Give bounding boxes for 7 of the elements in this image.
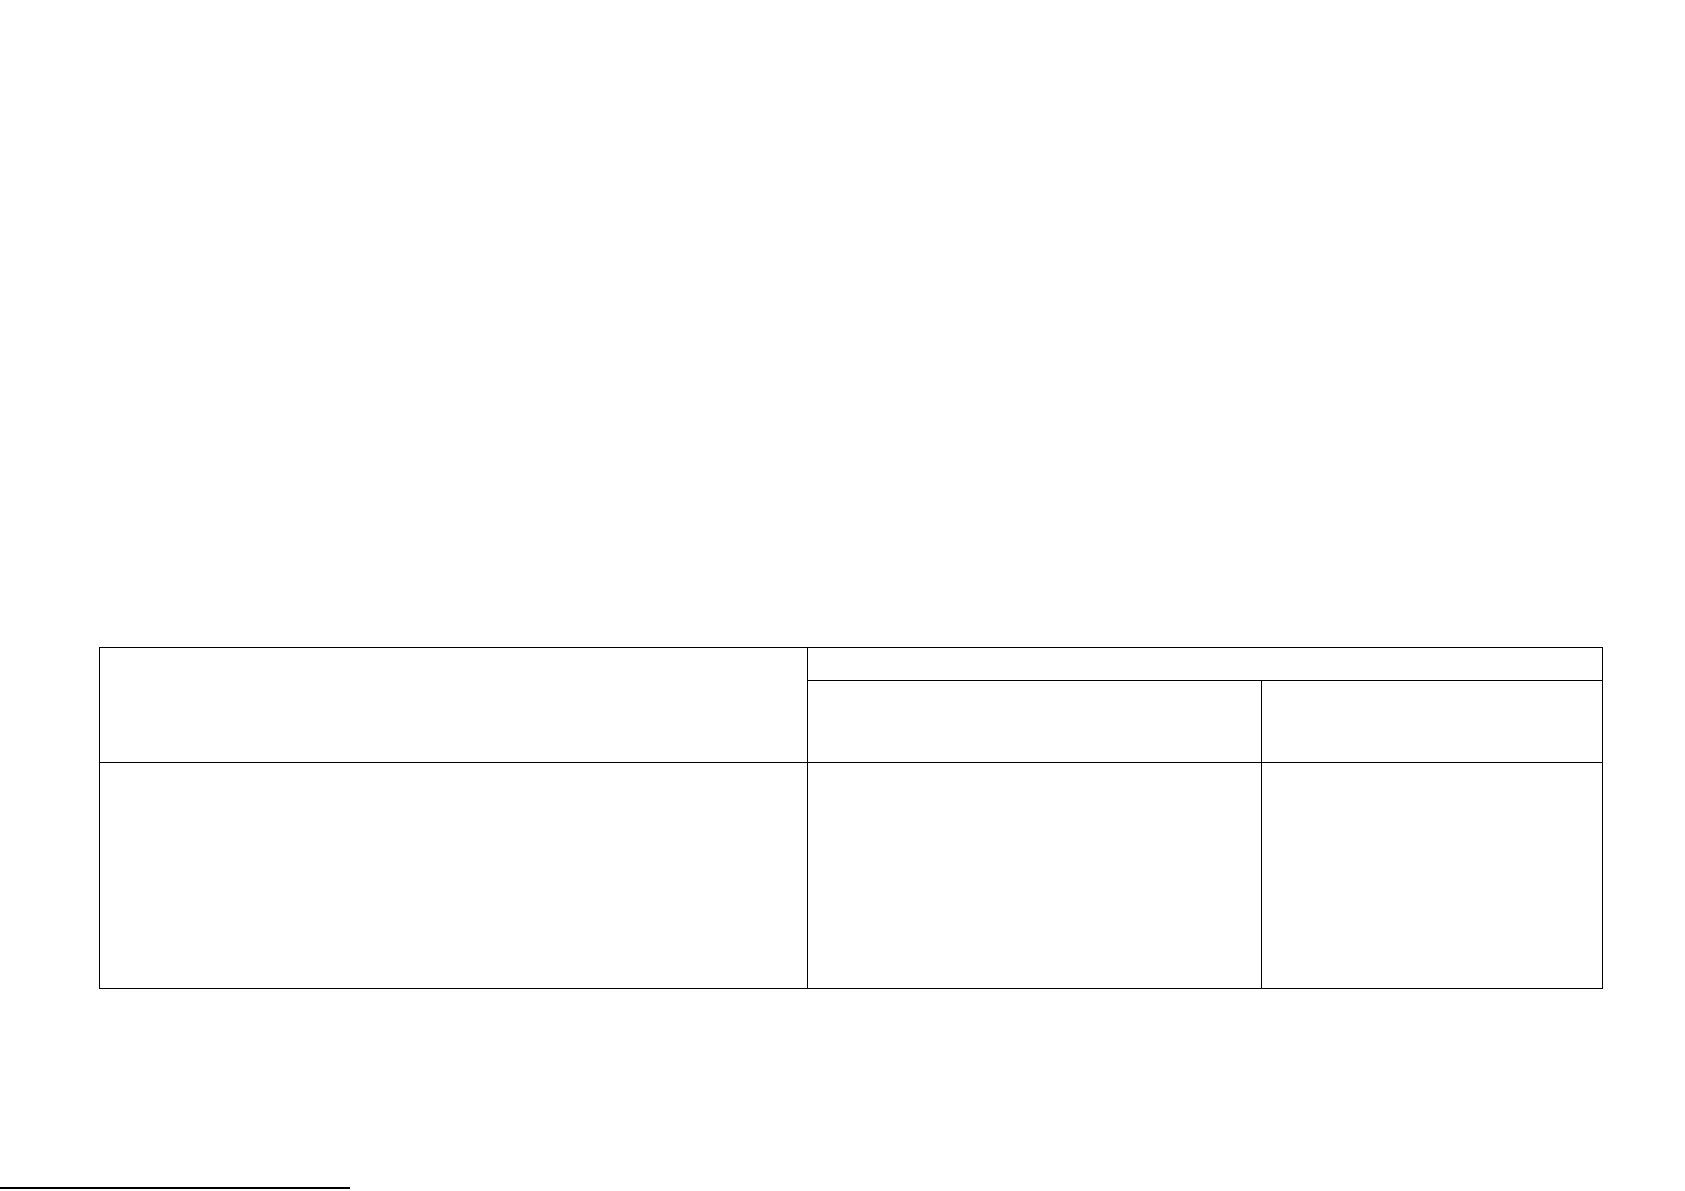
table-cell [807,647,1603,682]
table-cell [1261,680,1603,764]
table-cell [99,762,809,989]
table-cell [1261,762,1603,989]
table-cell [99,647,809,764]
table-cell [807,680,1263,764]
table-cell [807,762,1263,989]
